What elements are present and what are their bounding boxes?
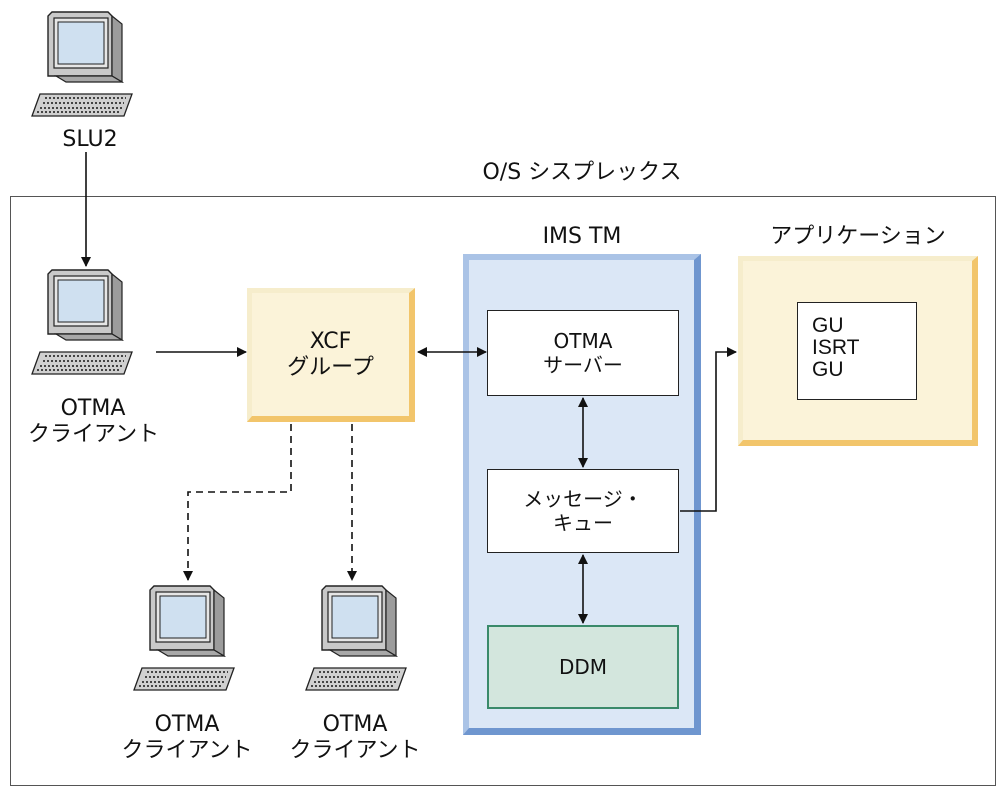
message-queue-line1: メッセージ・ (523, 487, 643, 511)
application-calls-box: GU ISRT GU (797, 302, 917, 400)
slu2-terminal-icon (31, 11, 133, 117)
otma-client-b-terminal-icon (305, 585, 407, 691)
message-queue-line2: キュー (552, 511, 613, 535)
application-calls-list: GU ISRT GU (812, 315, 916, 381)
message-queue-box: メッセージ・ キュー (487, 469, 679, 553)
ddm-box: DDM (487, 625, 679, 709)
otma-client-main-label-line2: クライアント (28, 422, 160, 447)
call-item: GU (812, 314, 844, 337)
xcf-to-client-a-dashed-arrow (183, 424, 292, 581)
otma-client-main-label: OTMA クライアント (28, 396, 160, 448)
ims-tm-title: IMS TM (542, 224, 622, 249)
otma-client-b-label: OTMA クライアント (280, 712, 430, 764)
otma-client-a-label-line1: OTMA (154, 712, 220, 737)
otma-server-box: OTMA サーバー (487, 310, 679, 396)
otma-server-line1: OTMA (553, 329, 613, 353)
sysplex-label: O/S シスプレックス (482, 160, 682, 185)
otma-client-a-terminal-icon (133, 585, 235, 691)
slu2-label: SLU2 (62, 127, 118, 152)
otma-server-line2: サーバー (543, 353, 623, 377)
queue-to-application-arrow (680, 347, 737, 512)
application-title: アプリケーション (770, 224, 946, 249)
otma-client-a-label-line2: クライアント (121, 738, 253, 763)
xcf-group-line2: グループ (287, 354, 374, 380)
ddm-label: DDM (558, 655, 608, 679)
xcf-group-line1: XCF (309, 328, 352, 354)
otma-client-b-label-line2: クライアント (289, 738, 421, 763)
otma-client-a-label: OTMA クライアント (112, 712, 262, 764)
call-item: ISRT (812, 336, 860, 359)
xcf-group-box: XCF グループ (247, 288, 415, 422)
otma-client-main-terminal-icon (31, 269, 133, 375)
call-item: GU (812, 358, 844, 381)
otma-client-b-label-line1: OTMA (322, 712, 388, 737)
otma-client-main-label-line1: OTMA (60, 396, 126, 421)
